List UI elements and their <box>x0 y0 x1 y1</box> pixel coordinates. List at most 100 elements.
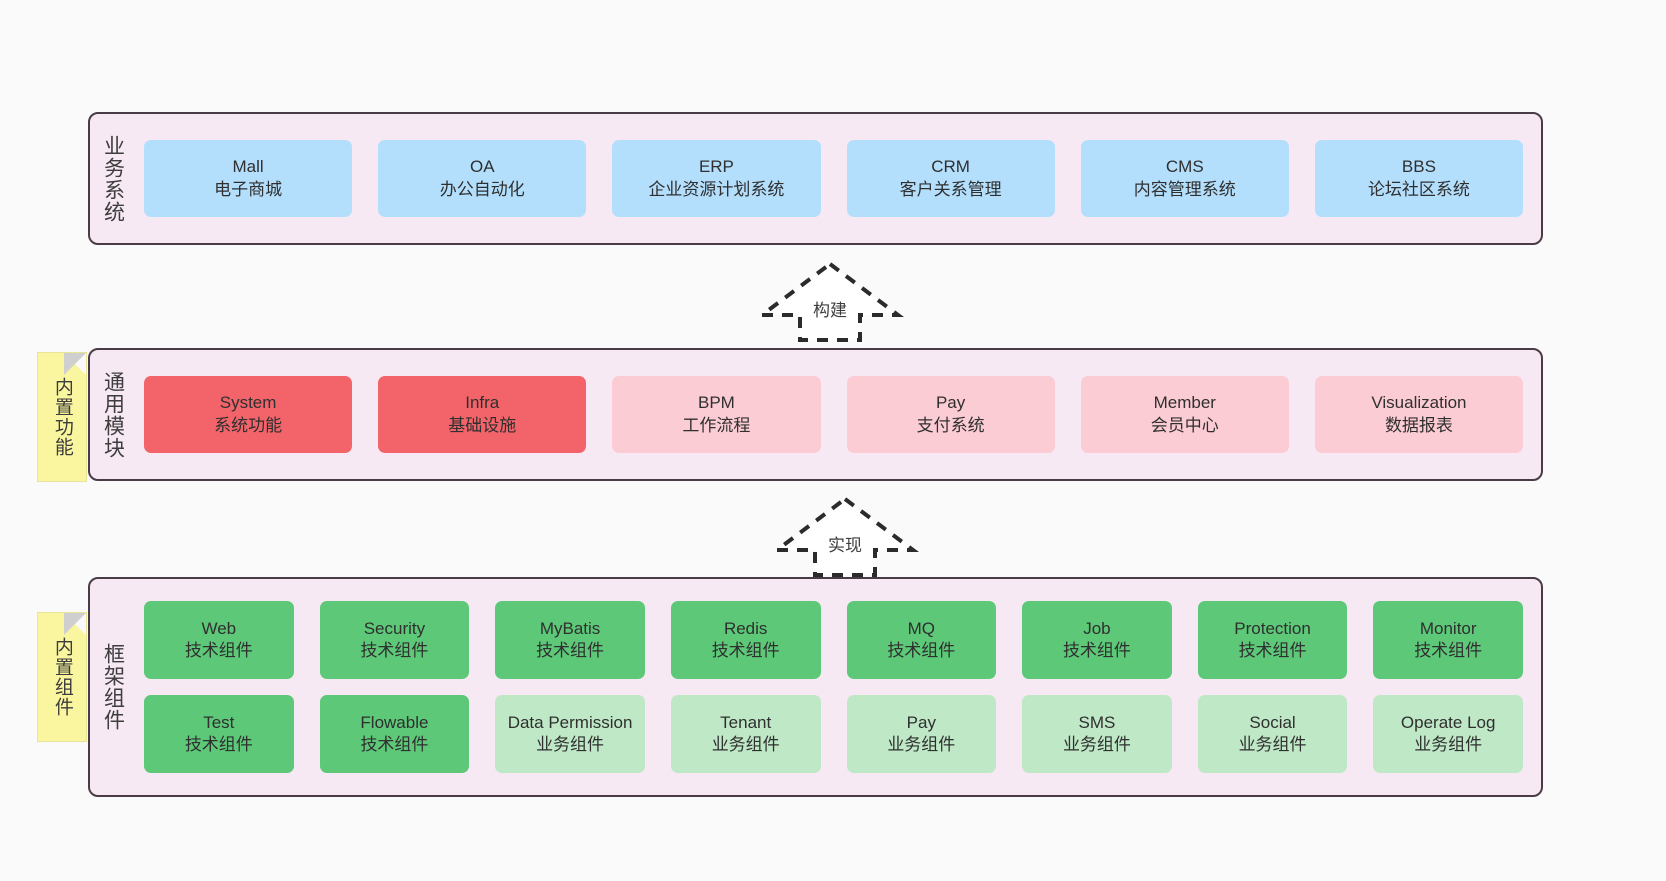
common-row: System 系统功能 Infra 基础设施 BPM 工作流程 Pay 支付系统… <box>144 376 1524 453</box>
card-en-label: ERP <box>698 157 734 177</box>
card-cn-label: 客户关系管理 <box>899 179 1002 199</box>
card-en-label: Job <box>1083 618 1111 638</box>
card-cn-label: 论坛社区系统 <box>1367 179 1470 199</box>
common-card-member[interactable]: Member 会员中心 <box>1080 376 1289 453</box>
card-cn-label: 内容管理系统 <box>1133 179 1236 199</box>
framework-card-flowable[interactable]: Flowable 技术组件 <box>319 695 470 773</box>
card-cn-label: 电子商城 <box>214 179 283 199</box>
card-cn-label: 技术组件 <box>1238 641 1307 660</box>
card-en-label: Operate Log <box>1400 712 1496 732</box>
card-cn-label: 技术组件 <box>1062 641 1131 660</box>
layer-title-common: 通用模块 <box>101 370 125 459</box>
card-cn-label: 业务组件 <box>536 735 605 754</box>
common-card-bpm[interactable]: BPM 工作流程 <box>612 376 821 453</box>
card-cn-label: 技术组件 <box>184 735 253 754</box>
layer-body-framework: Web 技术组件 Security 技术组件 MyBatis 技术组件 Redi… <box>136 579 1541 795</box>
card-cn-label: 业务组件 <box>1238 735 1307 754</box>
card-en-label: BPM <box>698 393 735 413</box>
card-en-label: Web <box>201 618 237 638</box>
layer-title-framework: 框架组件 <box>101 643 125 731</box>
card-en-label: MQ <box>907 618 935 638</box>
business-card-bbs[interactable]: BBS 论坛社区系统 <box>1314 140 1524 217</box>
card-cn-label: 业务组件 <box>711 735 780 754</box>
layer-common-modules: 通用模块 System 系统功能 Infra 基础设施 BPM 工作流程 Pay… <box>88 348 1543 481</box>
framework-card-operate-log[interactable]: Operate Log 业务组件 <box>1373 695 1523 773</box>
card-cn-label: 数据报表 <box>1384 415 1453 435</box>
card-cn-label: 技术组件 <box>184 641 253 660</box>
card-en-label: Monitor <box>1419 618 1477 638</box>
card-en-label: Flowable <box>360 712 429 732</box>
framework-card-tenant[interactable]: Tenant 业务组件 <box>670 695 821 773</box>
card-en-label: Pay <box>906 712 936 732</box>
framework-card-security[interactable]: Security 技术组件 <box>319 601 470 679</box>
arrow-build-up: 构建 <box>750 258 910 343</box>
layer-body-common: System 系统功能 Infra 基础设施 BPM 工作流程 Pay 支付系统… <box>136 350 1541 479</box>
card-cn-label: 技术组件 <box>887 641 956 660</box>
card-en-label: Data Permission <box>507 712 633 732</box>
framework-row-tech: Web 技术组件 Security 技术组件 MyBatis 技术组件 Redi… <box>144 601 1523 679</box>
arrow-realize-up: 实现 <box>765 493 925 578</box>
card-en-label: MyBatis <box>539 618 601 638</box>
framework-card-pay[interactable]: Pay 业务组件 <box>846 695 997 773</box>
sticky-note-builtin-function: 内置功能 <box>37 352 87 482</box>
layer-body-business: Mall 电子商城 OA 办公自动化 ERP 企业资源计划系统 CRM 客户关系… <box>136 114 1541 243</box>
framework-card-protection[interactable]: Protection 技术组件 <box>1197 601 1348 679</box>
framework-row-biz: Test 技术组件 Flowable 技术组件 Data Permission … <box>144 695 1523 773</box>
card-en-label: System <box>219 393 277 413</box>
framework-card-mq[interactable]: MQ 技术组件 <box>846 601 997 679</box>
card-en-label: CMS <box>1165 157 1204 177</box>
common-card-system[interactable]: System 系统功能 <box>144 376 353 453</box>
card-en-label: Test <box>203 712 235 732</box>
card-en-label: SMS <box>1078 712 1116 732</box>
sticky-note-builtin-component: 内置组件 <box>37 612 87 742</box>
card-cn-label: 办公自动化 <box>439 179 525 199</box>
framework-card-test[interactable]: Test 技术组件 <box>144 695 294 773</box>
card-cn-label: 企业资源计划系统 <box>648 179 785 199</box>
common-card-pay[interactable]: Pay 支付系统 <box>846 376 1055 453</box>
card-en-label: Protection <box>1234 618 1311 638</box>
card-cn-label: 技术组件 <box>536 641 605 660</box>
layer-title-business: 业务系统 <box>101 134 125 223</box>
business-row: Mall 电子商城 OA 办公自动化 ERP 企业资源计划系统 CRM 客户关系… <box>144 140 1524 217</box>
card-en-label: BBS <box>1401 157 1436 177</box>
card-cn-label: 支付系统 <box>916 415 985 435</box>
framework-card-sms[interactable]: SMS 业务组件 <box>1022 695 1172 773</box>
card-cn-label: 业务组件 <box>887 735 956 754</box>
layer-framework-components: 框架组件 Web 技术组件 Security 技术组件 MyBatis 技术组件… <box>88 577 1543 797</box>
sticky-note-label: 内置功能 <box>51 377 73 457</box>
common-card-visualization[interactable]: Visualization 数据报表 <box>1314 376 1524 453</box>
business-card-crm[interactable]: CRM 客户关系管理 <box>846 140 1055 217</box>
card-cn-label: 系统功能 <box>214 415 283 435</box>
business-card-cms[interactable]: CMS 内容管理系统 <box>1080 140 1289 217</box>
framework-card-job[interactable]: Job 技术组件 <box>1022 601 1172 679</box>
card-cn-label: 会员中心 <box>1150 415 1219 435</box>
card-en-label: Pay <box>935 393 966 413</box>
framework-card-mybatis[interactable]: MyBatis 技术组件 <box>495 601 645 679</box>
framework-card-web[interactable]: Web 技术组件 <box>144 601 294 679</box>
card-en-label: Member <box>1153 393 1216 413</box>
business-card-erp[interactable]: ERP 企业资源计划系统 <box>612 140 821 217</box>
business-card-mall[interactable]: Mall 电子商城 <box>144 140 353 217</box>
framework-card-redis[interactable]: Redis 技术组件 <box>670 601 821 679</box>
card-en-label: Visualization <box>1371 393 1467 413</box>
common-card-infra[interactable]: Infra 基础设施 <box>378 376 587 453</box>
card-en-label: Mall <box>232 157 264 177</box>
card-cn-label: 业务组件 <box>1414 735 1483 754</box>
card-en-label: Infra <box>465 393 500 413</box>
card-en-label: Redis <box>723 618 768 638</box>
framework-card-social[interactable]: Social 业务组件 <box>1197 695 1348 773</box>
sticky-note-label: 内置组件 <box>51 637 73 717</box>
card-en-label: Security <box>363 618 426 638</box>
framework-card-monitor[interactable]: Monitor 技术组件 <box>1373 601 1523 679</box>
card-cn-label: 基础设施 <box>448 415 517 435</box>
card-cn-label: 技术组件 <box>360 735 429 754</box>
business-card-oa[interactable]: OA 办公自动化 <box>378 140 587 217</box>
card-en-label: Social <box>1249 712 1296 732</box>
card-cn-label: 业务组件 <box>1062 735 1131 754</box>
card-en-label: Tenant <box>720 712 772 732</box>
card-cn-label: 工作流程 <box>682 415 751 435</box>
framework-card-data-permission[interactable]: Data Permission 业务组件 <box>495 695 645 773</box>
card-en-label: OA <box>469 157 495 177</box>
card-en-label: CRM <box>931 157 970 177</box>
